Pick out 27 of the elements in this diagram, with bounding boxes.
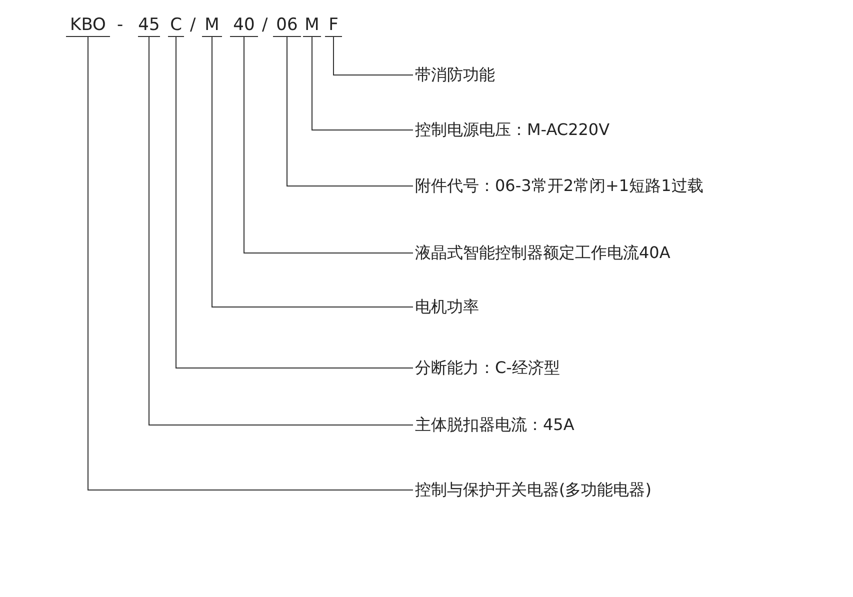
code-segment: 40 xyxy=(230,14,258,37)
code-segment: F xyxy=(325,14,342,37)
separator-text: - xyxy=(117,14,124,36)
leader-line xyxy=(88,36,414,490)
description-text: 控制与保护开关电器(多功能电器) xyxy=(415,479,652,501)
leader-line xyxy=(333,36,414,76)
description-text: 分断能力：C-经济型 xyxy=(415,357,560,379)
leader-line xyxy=(286,36,414,186)
description-text: 附件代号：06-3常开2常闭+1短路1过载 xyxy=(415,175,704,197)
description-text: 电机功率 xyxy=(415,296,479,318)
description-text: 控制电源电压：M-AC220V xyxy=(415,119,610,141)
code-segment: KBO xyxy=(66,14,110,37)
code-segment: C xyxy=(168,14,184,37)
code-segment: M xyxy=(202,14,222,37)
leader-line xyxy=(212,36,414,308)
code-segment: 45 xyxy=(138,14,160,37)
description-text: 液晶式智能控制器额定工作电流40A xyxy=(415,242,670,264)
code-segment: M xyxy=(303,14,321,37)
leader-line xyxy=(244,36,414,254)
leader-line xyxy=(176,36,414,368)
code-segment: 06 xyxy=(273,14,301,37)
separator-text: / xyxy=(262,14,268,36)
separator-text: / xyxy=(190,14,196,36)
leader-line xyxy=(312,36,414,130)
description-text: 主体脱扣器电流：45A xyxy=(415,414,574,436)
description-text: 带消防功能 xyxy=(415,64,495,86)
leader-line xyxy=(148,36,414,426)
